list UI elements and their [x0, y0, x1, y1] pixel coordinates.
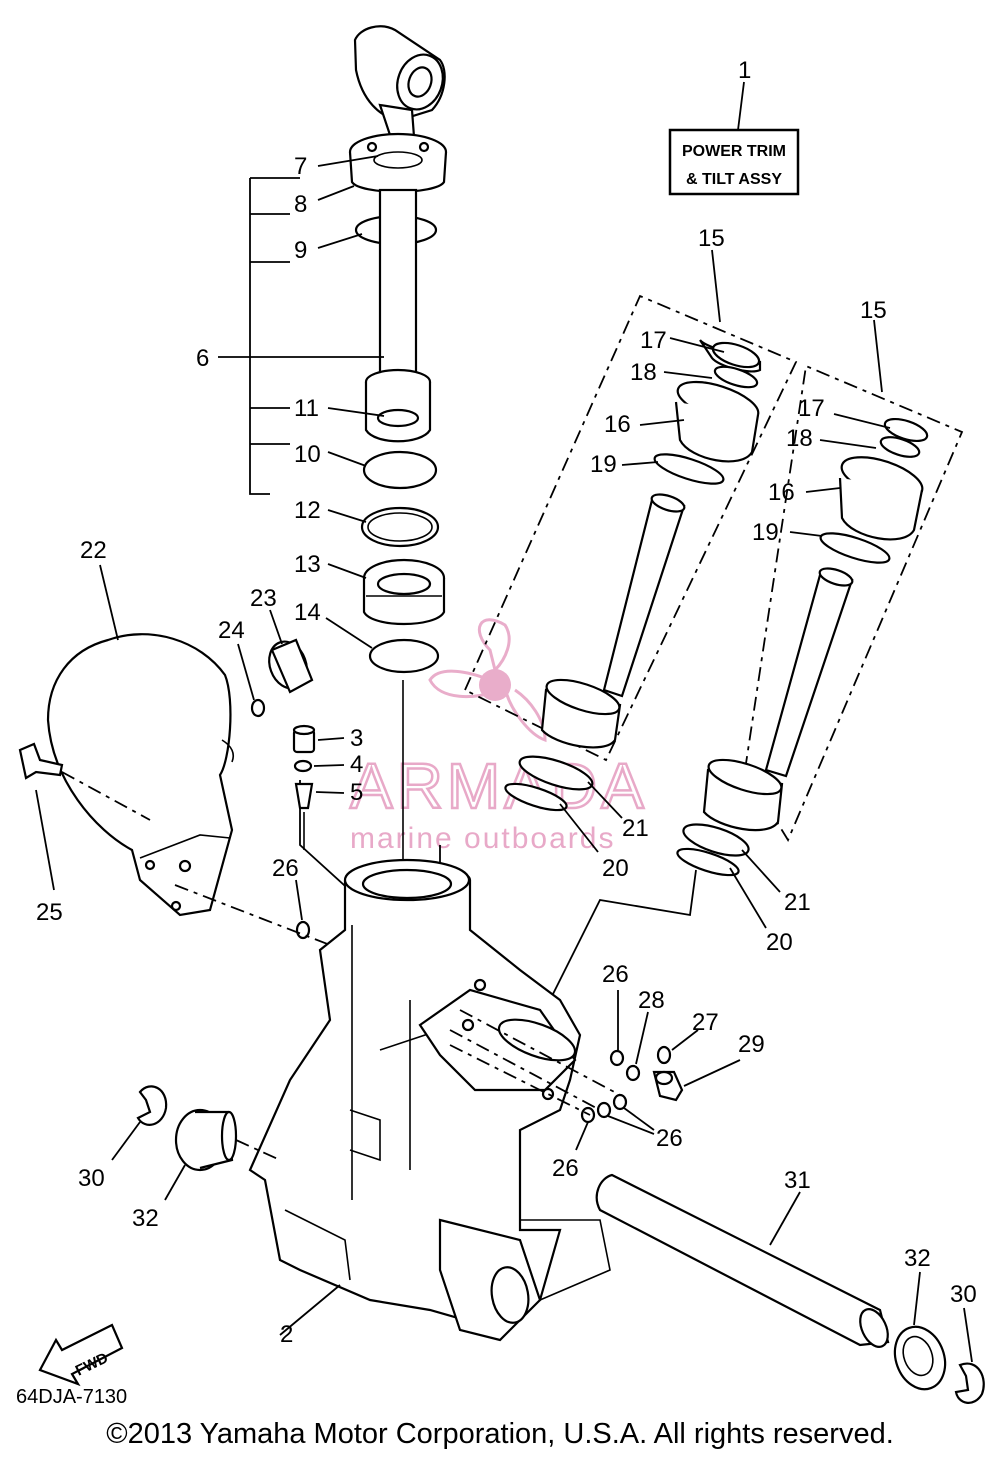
callout-18a: 18	[630, 359, 657, 386]
callout-14: 14	[294, 599, 321, 626]
callout-2: 2	[280, 1321, 293, 1348]
small-orings	[174, 879, 741, 1151]
tilt-pin-parts	[111, 1085, 985, 1404]
callout-20b: 20	[766, 929, 793, 956]
callout-6: 6	[196, 345, 209, 372]
callout-29: 29	[738, 1031, 765, 1058]
callout-11: 11	[294, 395, 319, 422]
callouts: 1 2 3 4 5 6 7 8 9 11 10 12 13 14 15 15 1…	[36, 57, 977, 1348]
callout-28: 28	[638, 987, 665, 1014]
callout-30a: 30	[78, 1165, 105, 1192]
callout-26c: 26	[656, 1125, 683, 1152]
callout-24: 24	[218, 617, 245, 644]
callout-9: 9	[294, 237, 307, 264]
callout-17a: 17	[640, 327, 667, 354]
watermark-tagline: marine outboards	[350, 822, 615, 855]
group-bracket-6	[218, 155, 385, 649]
tilt-cylinder-rod	[348, 25, 448, 880]
callout-22: 22	[80, 537, 107, 564]
callout-8: 8	[294, 191, 307, 218]
callout-32b: 32	[904, 1245, 931, 1272]
callout-16a: 16	[604, 411, 631, 438]
callout-32a: 32	[132, 1205, 159, 1232]
callout-4: 4	[350, 751, 363, 778]
fwd-arrow-icon: FWD	[38, 1323, 124, 1387]
callout-7: 7	[294, 153, 307, 180]
callout-18b: 18	[786, 425, 813, 452]
callout-15b: 15	[860, 297, 887, 324]
callout-1: 1	[738, 57, 751, 84]
callout-20a: 20	[602, 855, 629, 882]
callout-21b: 21	[784, 889, 811, 916]
watermark-brand: ARMADA	[350, 750, 648, 822]
trim-rod-group-a	[463, 294, 798, 762]
cylinder-cover	[46, 564, 235, 917]
callout-5: 5	[350, 779, 363, 806]
callout-26b: 26	[602, 961, 629, 988]
callout-12: 12	[294, 497, 321, 524]
callout-25: 25	[36, 899, 63, 926]
diagram-code: 64DJA-7130	[16, 1386, 128, 1408]
callout-19b: 19	[752, 519, 779, 546]
filter-and-bolt	[18, 609, 314, 891]
callout-23: 23	[250, 585, 277, 612]
assembly-box-line1: POWER TRIM	[682, 143, 786, 160]
callout-31: 31	[784, 1167, 811, 1194]
assembly-box-line2: & TILT ASSY	[686, 171, 782, 188]
trim-rod-group-b	[702, 364, 964, 842]
cylinder-housing	[248, 858, 611, 1342]
callout-26a: 26	[272, 855, 299, 882]
callout-3: 3	[350, 725, 363, 752]
watermark-logo-icon	[428, 618, 547, 743]
callout-26d: 26	[552, 1155, 579, 1182]
callout-27: 27	[692, 1009, 719, 1036]
callout-21a: 21	[622, 815, 649, 842]
callout-13: 13	[294, 551, 321, 578]
callout-10: 10	[294, 441, 321, 468]
callout-17b: 17	[798, 395, 825, 422]
copyright-notice: ©2013 Yamaha Motor Corporation, U.S.A. A…	[106, 1418, 894, 1450]
callout-30b: 30	[950, 1281, 977, 1308]
callout-19a: 19	[590, 451, 617, 478]
seal-rings	[504, 755, 750, 877]
assembly-box: POWER TRIM & TILT ASSY	[668, 81, 800, 196]
callout-16b: 16	[768, 479, 795, 506]
callout-15a: 15	[698, 225, 725, 252]
valve-parts	[292, 724, 345, 850]
leaders-15-21	[299, 249, 891, 1021]
